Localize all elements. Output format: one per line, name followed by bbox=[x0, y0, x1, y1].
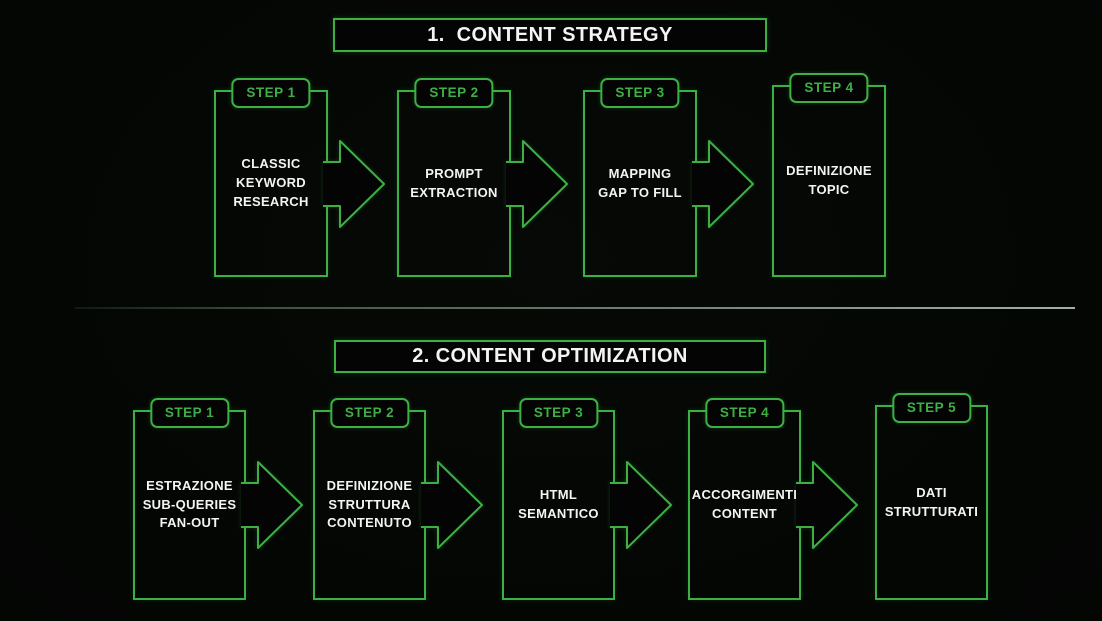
step-badge-label: STEP 2 bbox=[344, 405, 395, 420]
section1-title: 1. CONTENT STRATEGY bbox=[427, 23, 673, 46]
step-badge: STEP 2 bbox=[329, 398, 410, 428]
step-label: HTML SEMANTICO bbox=[518, 487, 599, 521]
step-label: PROMPT EXTRACTION bbox=[410, 165, 498, 200]
step-box-optimization-3: STEP 3 HTML SEMANTICO bbox=[502, 398, 672, 600]
step-badge-label: STEP 3 bbox=[533, 405, 584, 420]
step-label: CLASSIC KEYWORD RESEARCH bbox=[233, 156, 309, 209]
step-box-optimization-1: STEP 1 ESTRAZIONE SUB-QUERIES FAN-OUT bbox=[133, 398, 303, 600]
step-badge: STEP 5 bbox=[891, 393, 972, 423]
section2-title-box: 2. CONTENT OPTIMIZATION bbox=[334, 340, 766, 373]
step-box-optimization-4: STEP 4 ACCORGIMENTI CONTENT bbox=[688, 398, 858, 600]
arrow-right-icon bbox=[692, 139, 754, 228]
step-box-strategy-1: STEP 1 CLASSIC KEYWORD RESEARCH bbox=[214, 78, 385, 277]
step-label: DEFINIZIONE TOPIC bbox=[786, 163, 872, 197]
step-badge: STEP 3 bbox=[600, 78, 680, 108]
arrow-right-icon bbox=[610, 461, 672, 549]
step-box-optimization-2: STEP 2 DEFINIZIONE STRUTTURA CONTENUTO bbox=[313, 398, 483, 600]
section2-title: 2. CONTENT OPTIMIZATION bbox=[412, 345, 688, 367]
step-box-optimization-5: STEP 5 DATI STRUTTURATI bbox=[875, 393, 988, 600]
step-label: DATI STRUTTURATI bbox=[884, 484, 979, 519]
step-badge: STEP 4 bbox=[789, 73, 869, 103]
step-badge: STEP 3 bbox=[518, 398, 599, 428]
step-badge-label: STEP 4 bbox=[804, 80, 854, 95]
step-badge-label: STEP 4 bbox=[719, 405, 770, 420]
arrow-right-icon bbox=[241, 461, 303, 549]
step-box-strategy-4: STEP 4 DEFINIZIONE TOPIC bbox=[772, 73, 886, 277]
step-badge-label: STEP 3 bbox=[615, 85, 665, 100]
step-box-strategy-3: STEP 3 MAPPING GAP TO FILL bbox=[583, 78, 754, 277]
step-badge-label: STEP 2 bbox=[429, 85, 479, 100]
step-box-strategy-2: STEP 2 PROMPT EXTRACTION bbox=[397, 78, 568, 277]
step-badge: STEP 2 bbox=[414, 78, 494, 108]
step-badge-label: STEP 1 bbox=[164, 405, 215, 420]
step-label: ESTRAZIONE SUB-QUERIES FAN-OUT bbox=[142, 477, 237, 531]
step-label: MAPPING GAP TO FILL bbox=[598, 165, 682, 200]
arrow-right-icon bbox=[323, 139, 385, 228]
step-label: ACCORGIMENTI CONTENT bbox=[691, 487, 798, 521]
arrow-right-icon bbox=[796, 461, 858, 549]
step-badge: STEP 1 bbox=[149, 398, 230, 428]
step-label: DEFINIZIONE STRUTTURA CONTENUTO bbox=[326, 477, 413, 531]
step-badge: STEP 1 bbox=[231, 78, 311, 108]
section-divider bbox=[75, 307, 1075, 309]
arrow-right-icon bbox=[421, 461, 483, 549]
arrow-right-icon bbox=[506, 139, 568, 228]
step-badge-label: STEP 1 bbox=[246, 85, 296, 100]
step-badge: STEP 4 bbox=[704, 398, 785, 428]
section1-title-box: 1. CONTENT STRATEGY bbox=[333, 18, 767, 52]
step-badge-label: STEP 5 bbox=[906, 400, 957, 415]
